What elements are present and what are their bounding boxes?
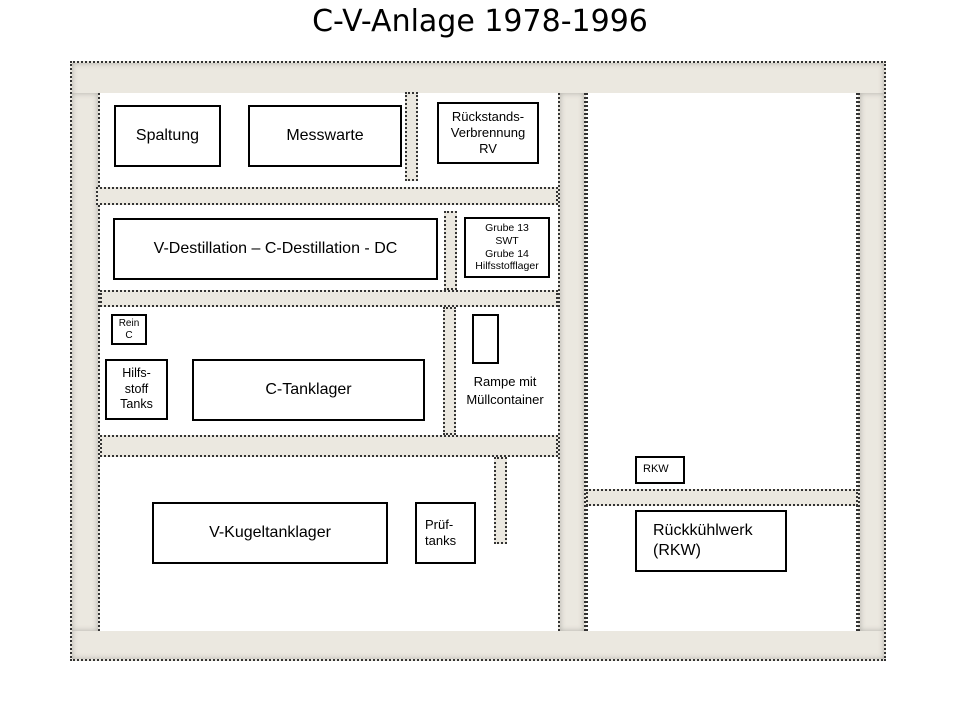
building-rueckkuehlwerk: Rückkühlwerk (RKW) xyxy=(635,510,787,572)
right-road xyxy=(858,93,884,631)
road-h-3 xyxy=(100,435,558,457)
road-h-right xyxy=(586,489,858,506)
building-rv: Rückstands- Verbrennung RV xyxy=(437,102,539,164)
lane-v-3 xyxy=(443,307,456,435)
building-messwarte: Messwarte xyxy=(248,105,402,167)
middle-road xyxy=(558,93,586,631)
road-h-1 xyxy=(96,187,558,205)
building-destillation: V-Destillation – C-Destillation - DC xyxy=(113,218,438,280)
building-kugeltanklager: V-Kugeltanklager xyxy=(152,502,388,564)
container-ramp-marker xyxy=(472,314,499,364)
building-rkw-small: RKW xyxy=(635,456,685,484)
building-hilfsstoff-tanks: Hilfs- stoff Tanks xyxy=(105,359,168,420)
building-spaltung: Spaltung xyxy=(114,105,221,167)
building-prueftanks: Prüf- tanks xyxy=(415,502,476,564)
lane-v-4 xyxy=(494,457,507,544)
building-grube: Grube 13 SWT Grube 14 Hilfsstofflager xyxy=(464,217,550,278)
diagram-title: C-V-Anlage 1978-1996 xyxy=(312,4,648,39)
building-rein-c: Rein C xyxy=(111,314,147,345)
lane-v-1 xyxy=(405,92,418,181)
building-c-tanklager: C-Tanklager xyxy=(192,359,425,421)
road-h-2 xyxy=(100,290,558,307)
lane-v-2 xyxy=(444,211,457,290)
left-road xyxy=(72,93,100,631)
rampe-label: Rampe mit Müllcontainer xyxy=(466,374,544,407)
